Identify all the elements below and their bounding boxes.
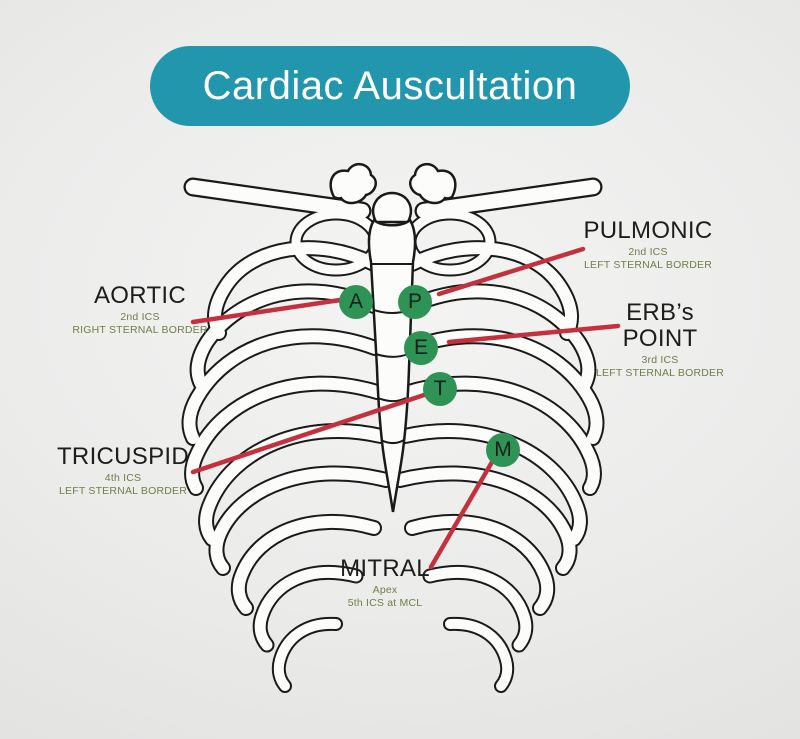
label-tricuspid-heading: TRICUSPID bbox=[56, 443, 190, 470]
label-mitral: MITRAL Apex 5th ICS at MCL bbox=[340, 556, 430, 609]
label-erbs-sub1: 3rd ICS bbox=[641, 354, 679, 366]
auscultation-point-pulmonic: P bbox=[398, 285, 432, 319]
label-aortic-sub2: RIGHT STERNAL BORDER bbox=[72, 323, 208, 336]
label-tricuspid-sub1: 4th ICS bbox=[104, 472, 142, 484]
label-aortic-heading: AORTIC bbox=[93, 282, 187, 309]
label-pulmonic-heading: PULMONIC bbox=[583, 217, 713, 244]
page-title: Cardiac Auscultation bbox=[202, 63, 578, 108]
title-banner: Cardiac Auscultation bbox=[150, 46, 630, 126]
trachea-base bbox=[371, 191, 413, 224]
label-erbs-sub2: LEFT STERNAL BORDER bbox=[595, 366, 725, 379]
auscultation-point-mitral: M bbox=[486, 433, 520, 467]
label-erbs-heading-line2: POINT bbox=[622, 325, 698, 352]
pointer-line-pulmonic bbox=[436, 246, 586, 297]
pointer-line-tricuspid bbox=[190, 390, 433, 475]
label-tricuspid-sub2: LEFT STERNAL BORDER bbox=[58, 484, 188, 497]
pointer-lines bbox=[190, 246, 621, 570]
pointer-line-mitral bbox=[428, 459, 495, 570]
label-erbs-heading-line1: ERB’s bbox=[626, 299, 694, 326]
label-pulmonic-sub1: 2nd ICS bbox=[628, 246, 668, 258]
label-aortic-sub1: 2nd ICS bbox=[120, 311, 160, 323]
label-pulmonic-sub2: LEFT STERNAL BORDER bbox=[583, 258, 713, 271]
auscultation-point-erbs: E bbox=[404, 331, 438, 365]
sternum-segment-lines bbox=[372, 263, 412, 444]
auscultation-point-aortic: A bbox=[339, 285, 373, 319]
label-mitral-heading: MITRAL bbox=[340, 555, 430, 582]
label-mitral-sub2: 5th ICS at MCL bbox=[347, 596, 423, 609]
pointer-line-erbs bbox=[446, 323, 621, 345]
pointer-line-aortic bbox=[190, 297, 343, 325]
label-mitral-sub1: Apex bbox=[372, 584, 398, 596]
label-tricuspid: TRICUSPID 4th ICS LEFT STERNAL BORDER bbox=[57, 444, 189, 497]
label-aortic: AORTIC 2nd ICS RIGHT STERNAL BORDER bbox=[72, 283, 207, 336]
label-erbs-point: ERB’s POINT 3rd ICS LEFT STERNAL BORDER bbox=[596, 300, 724, 379]
label-pulmonic: PULMONIC 2nd ICS LEFT STERNAL BORDER bbox=[583, 218, 712, 271]
auscultation-point-tricuspid: T bbox=[423, 372, 457, 406]
